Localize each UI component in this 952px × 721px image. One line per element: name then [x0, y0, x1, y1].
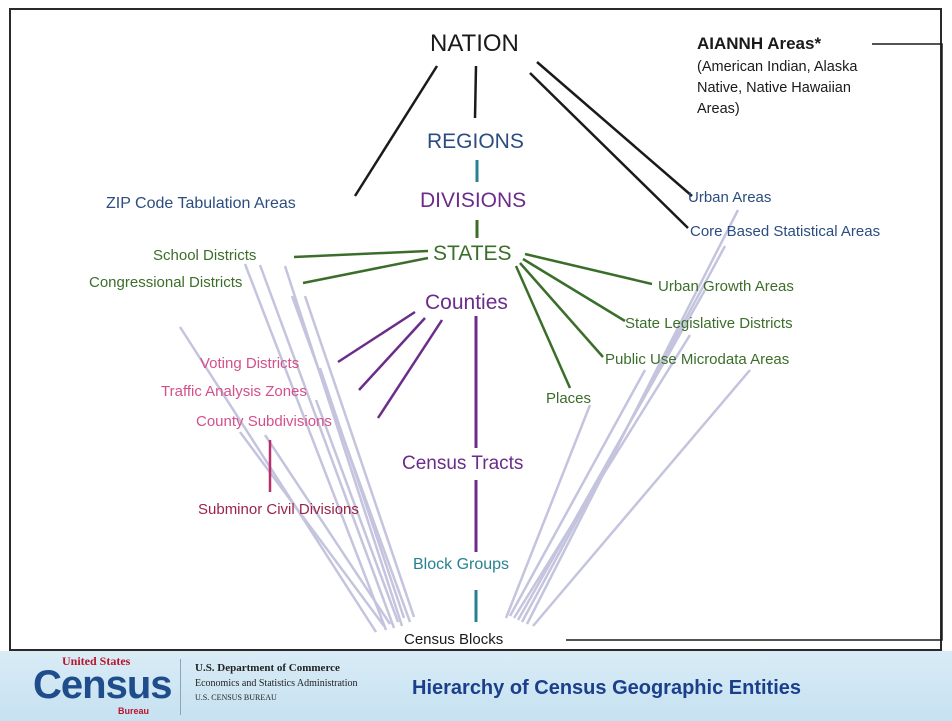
node-traffic-analysis-zones: Traffic Analysis Zones [161, 383, 307, 400]
census-logo: Census [33, 663, 172, 707]
census-logo-bureau-text: Bureau [118, 706, 150, 716]
connector-urban-blocks [525, 209, 740, 625]
connector-states-puma [519, 262, 604, 358]
connector-subminor-blocks [263, 434, 392, 625]
connector-places-blocks [504, 404, 592, 619]
connector-counties-countysub [376, 319, 444, 419]
slide-title: Hierarchy of Census Geographic Entities [412, 677, 801, 699]
connector-states-stateleg [522, 257, 626, 323]
node-nation: NATION [430, 30, 519, 57]
connector-voting-blocks [318, 367, 406, 619]
node-aiannh-note-3: Areas) [697, 101, 740, 117]
administration-name: Economics and Statistics Administration [195, 678, 358, 689]
node-urban-areas: Urban Areas [688, 189, 772, 206]
connector-countysub-blocks [238, 431, 386, 627]
node-block-groups: Block Groups [413, 556, 510, 573]
node-aiannh-note-1: (American Indian, Alaska [697, 59, 858, 75]
connector-nation-regions [473, 65, 478, 119]
connector-school-blocks [243, 263, 388, 631]
node-states: STATES [433, 242, 512, 265]
connector-nation-cbsa [529, 72, 689, 229]
node-places: Places [546, 390, 592, 407]
connector-states-school [293, 249, 429, 259]
node-subminor-civil-divisions: Subminor Civil Divisions [198, 501, 359, 518]
node-cbsa: Core Based Statistical Areas [690, 223, 881, 240]
connector-congressional-blocks [258, 264, 396, 629]
node-school-districts: School Districts [153, 247, 257, 264]
connector-nation-zcta [353, 65, 439, 197]
node-aiannh-note-2: Native, Native Hawaiian [697, 80, 851, 96]
connector-traffic-blocks [314, 399, 400, 623]
node-regions: REGIONS [427, 130, 524, 153]
bureau-name: U.S. CENSUS BUREAU [195, 693, 277, 702]
node-voting-districts: Voting Districts [200, 355, 300, 372]
node-state-legislative-districts: State Legislative Districts [625, 315, 793, 332]
node-congressional-districts: Congressional Districts [89, 274, 243, 291]
connector-zcta-blocks [178, 326, 378, 633]
department-name: U.S. Department of Commerce [195, 662, 340, 674]
node-zcta: ZIP Code Tabulation Areas [106, 195, 296, 212]
node-census-blocks: Census Blocks [404, 631, 504, 648]
connector-puma-blocks-2 [532, 369, 751, 627]
node-census-tracts: Census Tracts [402, 453, 524, 474]
connector-congressional-blocks-3 [303, 295, 416, 618]
connector-counties-traffic [358, 317, 426, 391]
connector-puma-blocks [508, 369, 647, 617]
census-logo-top-text: United States [62, 654, 131, 668]
connector-school-blocks-2 [283, 265, 404, 627]
node-divisions: DIVISIONS [420, 189, 527, 212]
connector-aiannh-blocks [566, 43, 943, 641]
node-county-subdivisions: County Subdivisions [196, 413, 332, 430]
connector-nation-urban [536, 61, 693, 197]
node-counties: Counties [425, 291, 508, 314]
node-urban-growth-areas: Urban Growth Areas [658, 278, 794, 295]
connector-states-urbangrowth [524, 252, 653, 286]
footer-bar: United States Census Bureau U.S. Departm… [0, 651, 952, 721]
connector-states-congressional [302, 256, 429, 285]
node-aiannh-title: AIANNH Areas* [697, 34, 822, 53]
footer-divider [180, 659, 181, 715]
connector-lines [178, 43, 943, 641]
node-pumas: Public Use Microdata Areas [605, 351, 790, 368]
connector-states-places [514, 265, 572, 389]
connector-counties-voting [337, 310, 416, 364]
